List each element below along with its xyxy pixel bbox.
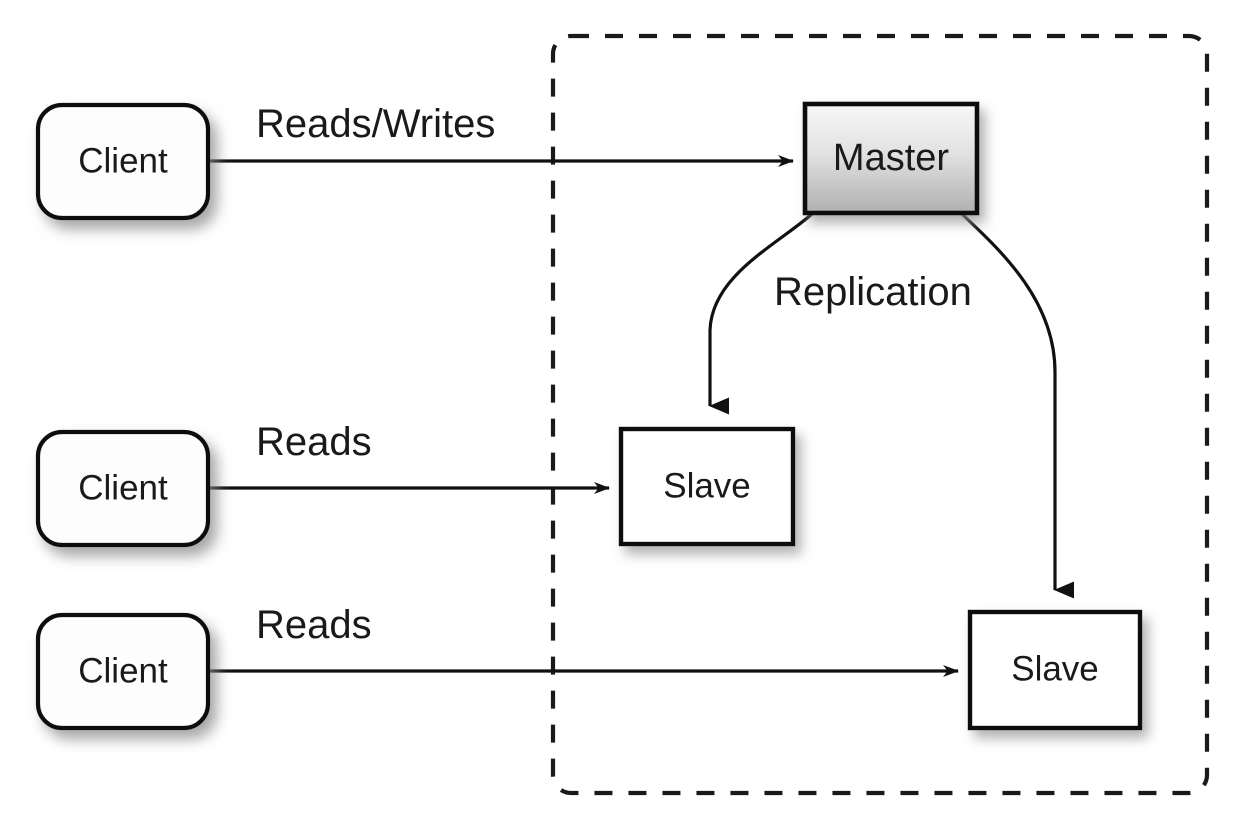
- edge-label-reads-writes: Reads/Writes: [256, 102, 495, 146]
- node-master[interactable]: Master: [802, 101, 980, 216]
- master-label: Master: [833, 137, 949, 179]
- node-client-1[interactable]: Client: [35, 102, 211, 221]
- client-3-shape: [35, 612, 211, 731]
- client-1-shape: [35, 102, 211, 221]
- server-boundary: [550, 33, 1210, 796]
- node-client-3[interactable]: Client: [35, 612, 211, 731]
- node-slave-2[interactable]: Slave: [967, 609, 1143, 731]
- slave-2-label: Slave: [1011, 649, 1099, 688]
- client-2-label: Client: [78, 468, 168, 507]
- slave-1-label: Slave: [663, 466, 751, 505]
- client-3-label: Client: [78, 651, 168, 690]
- slave-1-shape: [618, 426, 796, 547]
- edge-label-replication: Replication: [774, 270, 972, 314]
- client-2-shape: [35, 429, 211, 548]
- node-slave-1[interactable]: Slave: [618, 426, 796, 547]
- master-shape: [802, 101, 980, 216]
- node-client-2[interactable]: Client: [35, 429, 211, 548]
- client-1-label: Client: [78, 141, 168, 180]
- edge-label-reads-1: Reads: [256, 420, 372, 464]
- edge-master-to-slave2: [960, 212, 1074, 599]
- edge-label-reads-2: Reads: [256, 603, 372, 647]
- edge-master-to-slave1: [708, 212, 814, 415]
- slave-2-shape: [967, 609, 1143, 731]
